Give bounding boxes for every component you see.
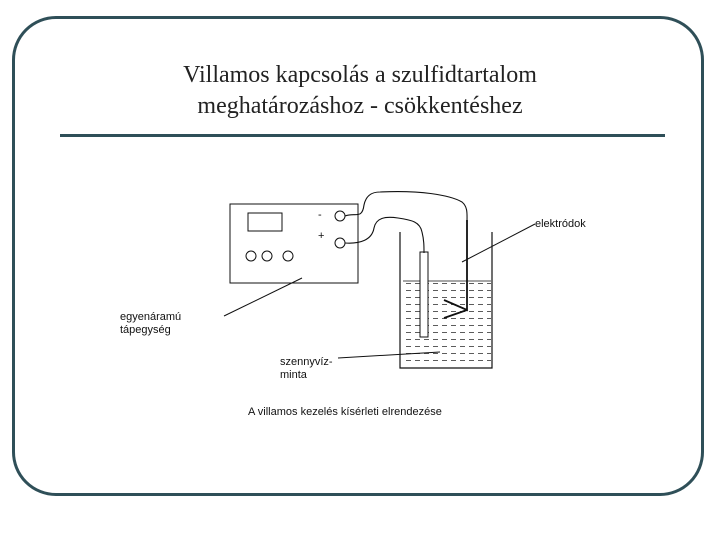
electrode-left — [419, 251, 429, 338]
electrode-right — [443, 220, 468, 319]
positive-terminal — [334, 237, 346, 249]
power-supply-label-line-1: egyenáramú — [120, 311, 182, 323]
beaker-outline — [399, 232, 493, 369]
wire-positive — [344, 216, 425, 254]
power-supply-knob-3 — [282, 250, 294, 262]
wire-negative — [344, 191, 468, 223]
power-supply-knob-1 — [245, 250, 257, 262]
power-supply — [229, 203, 359, 284]
leader-electrodes — [461, 223, 536, 263]
wastewater-liquid — [403, 281, 491, 367]
sample-label-line-2: minta — [280, 369, 307, 381]
power-supply-display — [247, 212, 283, 232]
power-supply-label: egyenáramú tápegység — [120, 311, 181, 337]
negative-terminal — [334, 210, 346, 222]
minus-label: - — [318, 209, 322, 221]
plus-label: + — [318, 230, 325, 242]
leader-sample — [337, 351, 441, 359]
title-line-2: meghatározáshoz - csökkentéshez — [197, 93, 523, 119]
leader-power-supply — [223, 277, 303, 317]
title-line-1: Villamos kapcsolás a szulfidtartalom — [183, 62, 537, 88]
electrodes-label: elektródok — [535, 218, 586, 230]
slide-title: Villamos kapcsolás a szulfidtartalom meg… — [80, 60, 640, 122]
diagram-caption: A villamos kezelés kísérleti elrendezése — [248, 406, 442, 418]
title-divider — [60, 134, 665, 137]
beaker — [399, 232, 493, 369]
sample-label-line-1: szennyvíz- — [280, 356, 333, 368]
slide-frame — [12, 16, 704, 496]
power-supply-label-line-2: tápegység — [120, 324, 171, 336]
sample-label: szennyvíz- minta — [280, 356, 333, 382]
power-supply-knob-2 — [261, 250, 273, 262]
